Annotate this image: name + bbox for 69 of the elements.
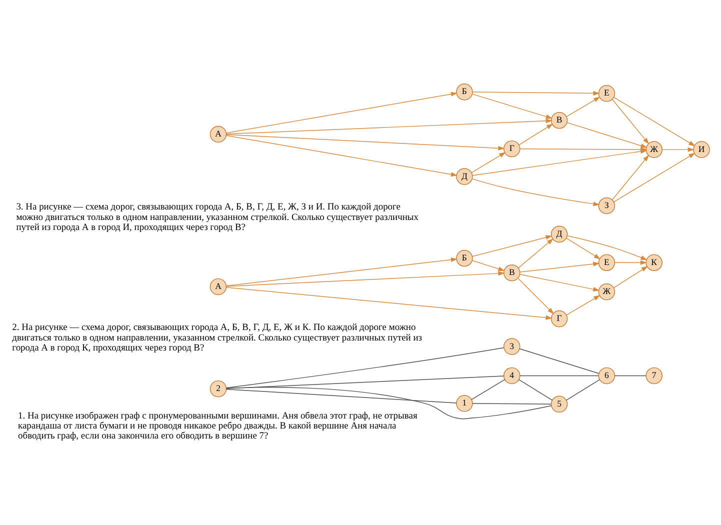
arrow bbox=[471, 152, 506, 173]
node-circle: В bbox=[503, 264, 520, 281]
arrow bbox=[226, 118, 552, 134]
node-circle: 2 bbox=[210, 380, 227, 397]
arrow bbox=[612, 98, 650, 144]
arrow bbox=[566, 96, 600, 116]
connector bbox=[226, 386, 552, 419]
arrow bbox=[613, 266, 648, 288]
node-circle: 7 bbox=[646, 366, 662, 384]
arrow bbox=[472, 148, 648, 176]
node-circle: Д bbox=[550, 225, 568, 242]
arrow bbox=[472, 90, 600, 96]
arrow bbox=[518, 123, 554, 145]
arrow bbox=[226, 134, 458, 176]
arrow bbox=[662, 146, 694, 152]
arrow bbox=[566, 294, 600, 315]
node-circle: Д bbox=[456, 168, 473, 184]
node-circle: Г bbox=[550, 310, 568, 327]
arrow bbox=[472, 234, 552, 256]
node-circle: 5 bbox=[550, 395, 568, 412]
connector bbox=[520, 374, 599, 376]
connector bbox=[471, 378, 506, 400]
node-circle: Е bbox=[598, 84, 616, 102]
node-circle: 3 bbox=[503, 338, 520, 354]
arrow bbox=[612, 154, 650, 200]
connector bbox=[472, 402, 552, 404]
connector bbox=[518, 378, 553, 400]
arrow bbox=[226, 286, 552, 320]
node-circle: К bbox=[646, 254, 662, 271]
arrow bbox=[566, 237, 601, 259]
arrow bbox=[226, 256, 458, 286]
arrow bbox=[226, 270, 505, 286]
arrow bbox=[520, 273, 600, 291]
label: 1. На рисунке изображен граф с пронумерованными вершинами. Аня обвела этот граф, не отрывая карандаша от листа бумаги и не проводя никакое ребро дважды. В какой вершине Аня начала обводить граф, если она закончила его обводить в вершине 7? bbox=[18, 410, 418, 442]
arrow bbox=[518, 278, 554, 314]
connector bbox=[226, 388, 457, 403]
node-circle: Е bbox=[598, 254, 616, 271]
node-circle: З bbox=[598, 196, 616, 214]
node-circle: Ж bbox=[646, 140, 662, 158]
arrow bbox=[613, 96, 696, 146]
node-circle: Б bbox=[456, 83, 473, 100]
node-circle: 4 bbox=[503, 366, 520, 384]
node-circle: 6 bbox=[598, 366, 616, 384]
connector bbox=[226, 375, 504, 388]
connector bbox=[614, 374, 646, 376]
node-circle: Б bbox=[456, 249, 473, 266]
arrow bbox=[614, 260, 647, 264]
connector bbox=[226, 346, 504, 388]
arrow bbox=[226, 91, 458, 133]
node-circle: 1 bbox=[456, 394, 473, 412]
label: 3. На рисунке — схема дорог, связывающих города А, Б, В, Г, Д, Е, Ж, З и И. По каждой дороге можно двигаться только в одном направлении, указанном стрелкой. Сколько существует различных путей из города А в город И, проходящих через город В? bbox=[16, 202, 419, 233]
arrow bbox=[520, 261, 600, 272]
arrow bbox=[472, 260, 505, 271]
arrow bbox=[566, 234, 648, 260]
arrow bbox=[518, 238, 554, 268]
arrow bbox=[472, 93, 552, 118]
arrow bbox=[566, 122, 648, 148]
node-circle: Ж bbox=[598, 282, 616, 300]
node-circle: И bbox=[693, 140, 710, 158]
node-circle: А bbox=[210, 278, 227, 295]
node-circle: В bbox=[550, 112, 568, 128]
label: 2. На рисунке — схема дорог, связывающих города А, Б, В, Г, Д, Е, Ж и К. По каждой дороге можно двигаться только в одном направлении, указанном стрелкой. Сколько существует различных путей из города А в город К, проходящих через город В? bbox=[12, 322, 422, 353]
node-circle: А bbox=[210, 125, 227, 142]
connector bbox=[519, 348, 600, 374]
node-circle: Г bbox=[503, 140, 520, 157]
connector bbox=[566, 378, 600, 400]
arrow bbox=[613, 152, 696, 202]
arrow bbox=[226, 134, 505, 150]
arrow bbox=[472, 178, 600, 206]
